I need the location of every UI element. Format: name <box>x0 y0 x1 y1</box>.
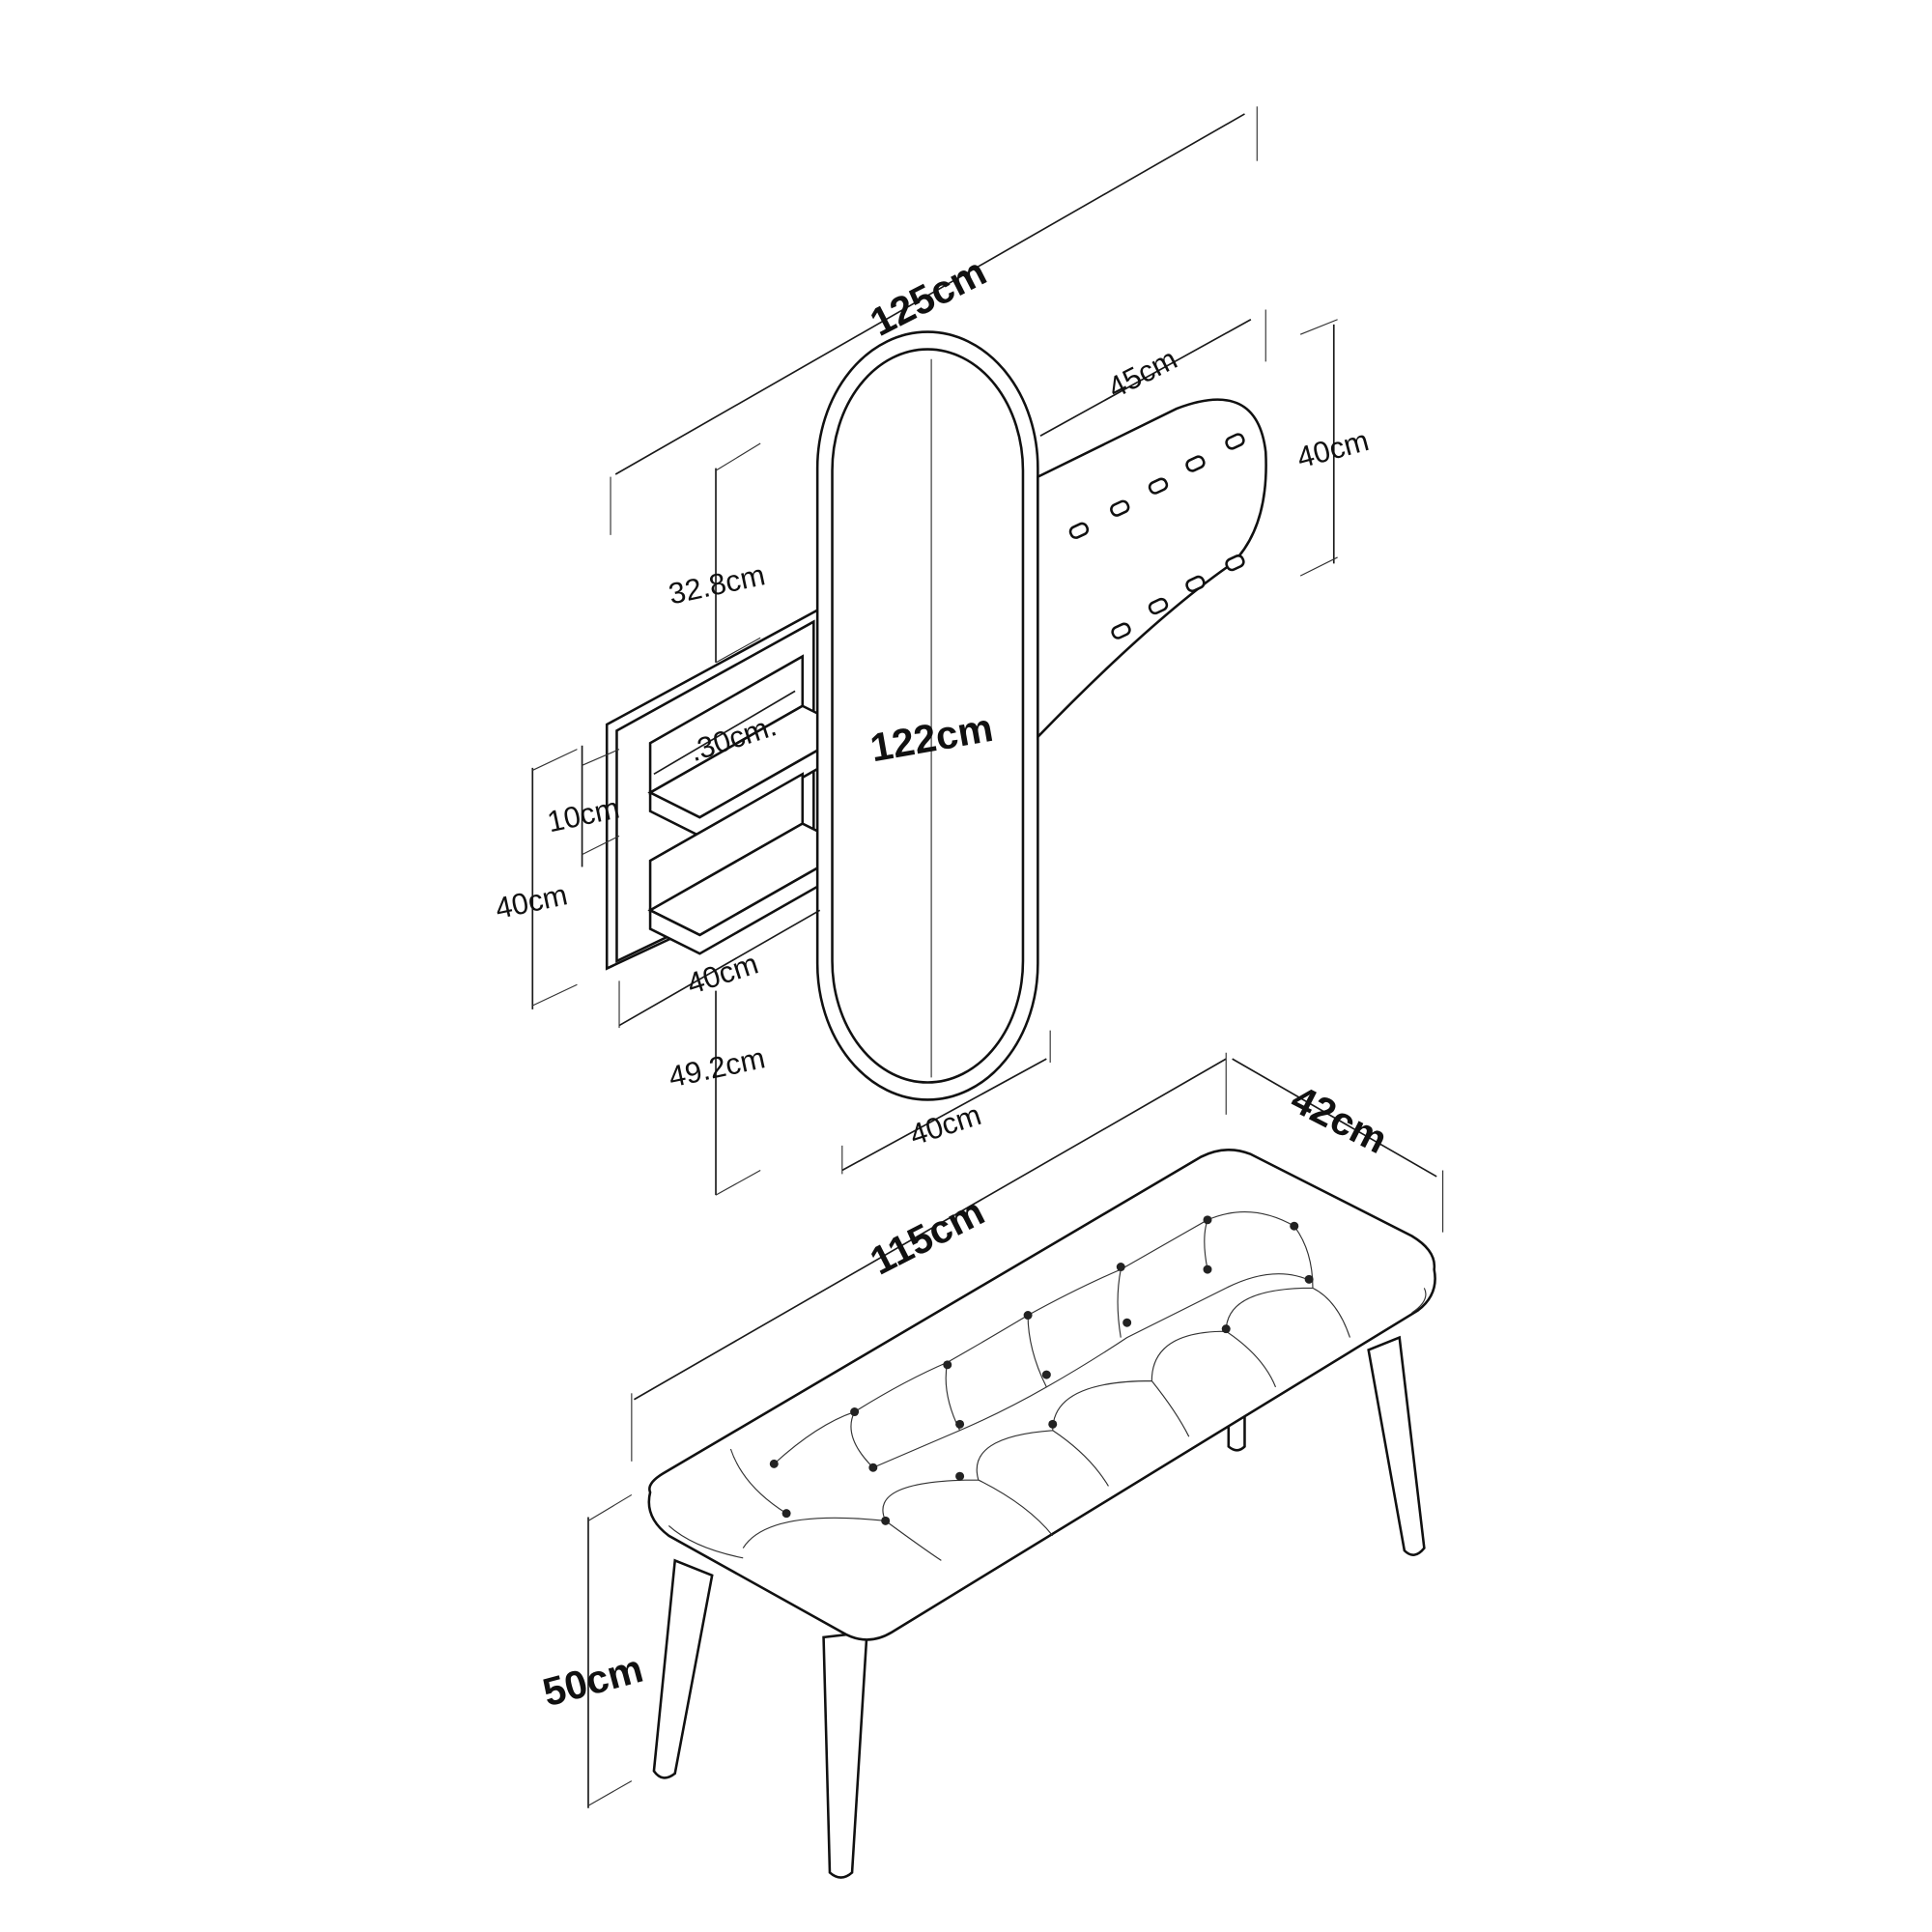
hook-icon <box>1225 554 1245 572</box>
mirror-width-label: 40cm <box>906 1097 985 1152</box>
hook-icon <box>1111 622 1131 639</box>
hook-icon <box>1185 575 1206 593</box>
shelf-offset-dimension <box>715 442 761 1196</box>
shelf-top-offset-label: 32.8cm <box>666 557 768 611</box>
hook-icon <box>1148 477 1169 495</box>
shelf-unit-width-dimension <box>618 909 821 1029</box>
bench-leg-back-right <box>1367 1335 1426 1556</box>
bench-leg-front-right <box>822 1631 868 1879</box>
shelf-depth-dimension <box>653 690 796 776</box>
hook-panel-height-dimension <box>1299 319 1338 577</box>
hook-icon <box>1148 597 1169 615</box>
mirror-width-dimension <box>841 1030 1051 1175</box>
hook-panel-width-label: 45cm <box>1102 342 1182 405</box>
hook-icon <box>1185 455 1206 472</box>
hook-icon <box>1225 433 1245 450</box>
hook-panel-height-label: 40cm <box>1293 423 1373 474</box>
shelf-unit-width-label: 40cm <box>683 947 762 1002</box>
hook-icon <box>1068 522 1090 539</box>
bench-depth-dimension <box>1232 1058 1444 1233</box>
tufting-buttons <box>769 1215 1314 1525</box>
hook-panel-width-dimension <box>1039 309 1266 438</box>
bench-depth-label: 42cm <box>1284 1076 1394 1162</box>
overall-width-dimension <box>610 106 1258 535</box>
bench-width-label: 115cm <box>863 1189 991 1284</box>
coat-hook-panel <box>1037 398 1267 740</box>
shelf-gap-dimension <box>531 745 620 1009</box>
tufted-bench <box>647 1149 1436 1879</box>
bench-height-label: 50cm <box>538 1646 647 1716</box>
bench-leg-front-left <box>652 1558 714 1779</box>
bench-height-dimension <box>587 1493 633 1808</box>
shelf-unit-height-label: 40cm <box>493 877 571 925</box>
overall-width-label: 125cm <box>863 249 993 345</box>
bench-width-dimension <box>631 1052 1227 1462</box>
shelf-unit <box>605 605 855 971</box>
hook-icon <box>1110 499 1130 517</box>
coat-hooks <box>1068 433 1245 639</box>
shelf-bottom-offset-label: 49.2cm <box>666 1040 768 1094</box>
